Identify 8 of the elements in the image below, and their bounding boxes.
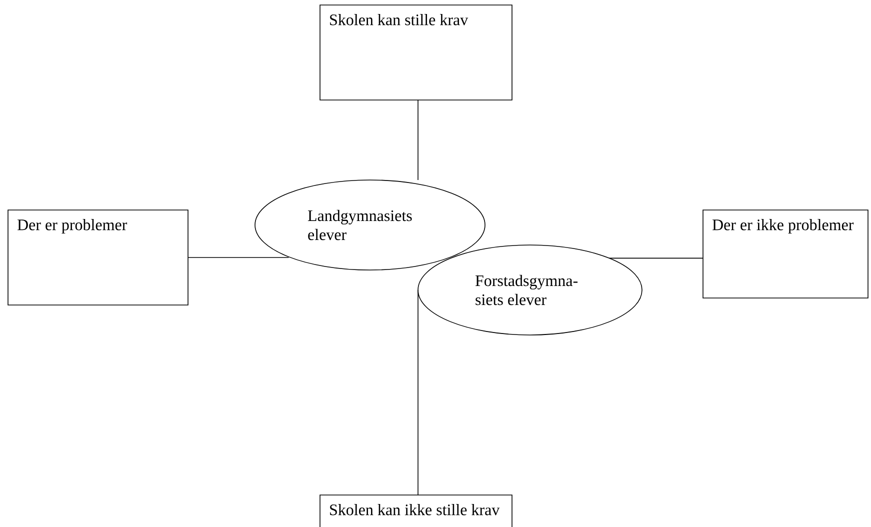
text-box: Der er ikke problemer <box>702 210 868 298</box>
text-box: Der er problemer <box>8 210 188 306</box>
ellipse-node: Landgymnasiets elever <box>254 180 486 270</box>
connector-line <box>608 258 704 259</box>
text-box: Skolen kan ikke stille krav <box>320 494 512 527</box>
ellipse-node: Forstadsgymna- siets elever <box>418 244 642 336</box>
connector-line <box>188 257 290 258</box>
text-box: Skolen kan stille krav <box>320 4 512 100</box>
